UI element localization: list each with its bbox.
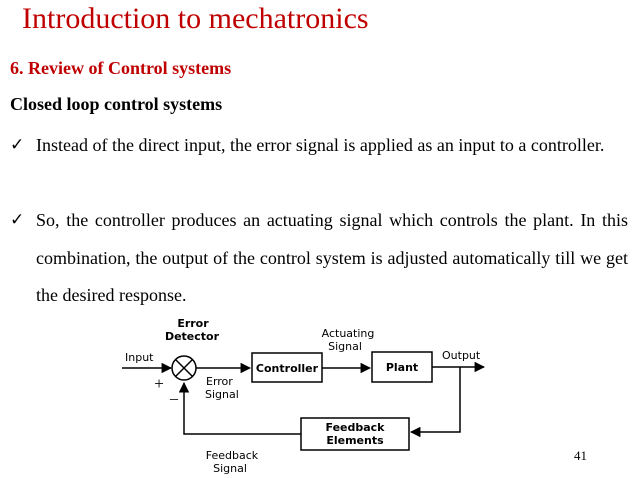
bullet-text: Instead of the direct input, the error s… <box>36 135 605 155</box>
feedback-signal-label: Signal <box>213 462 247 475</box>
checkmark-icon: ✓ <box>10 210 25 230</box>
error-signal-label: Error <box>206 375 233 388</box>
controller-block <box>251 352 323 383</box>
controller-label: Controller <box>256 362 319 375</box>
actuating-signal-label: Actuating <box>322 327 375 340</box>
feedback-signal-line <box>178 381 301 435</box>
plant-label: Plant <box>386 361 418 374</box>
plant-block <box>371 351 433 383</box>
section-heading: 6. Review of Control systems <box>10 58 232 78</box>
feedback-elements-label: Elements <box>326 434 384 447</box>
bullet-item: ✓ Instead of the direct input, the error… <box>10 127 628 165</box>
bullet-text: So, the controller produces an actuating… <box>36 210 628 305</box>
error-detector-label: Detector <box>165 330 220 343</box>
feedback-signal-label: Feedback <box>206 449 259 462</box>
feedback-takeoff-line <box>409 367 461 438</box>
minus-sign: _ <box>169 385 179 402</box>
plus-sign: + <box>154 374 164 393</box>
subheading: Closed loop control systems <box>10 94 223 114</box>
feedback-elements-block <box>300 417 410 451</box>
bullet-item: ✓ So, the controller produces an actuati… <box>10 202 628 315</box>
summing-junction <box>171 355 197 381</box>
checkmark-icon: ✓ <box>10 135 25 155</box>
actuating-signal-label: Signal <box>328 340 362 353</box>
output-label: Output <box>442 349 481 362</box>
feedback-elements-label: Feedback <box>326 421 386 434</box>
page-number: 41 <box>574 448 587 463</box>
input-label: Input <box>125 351 154 364</box>
slide-title: Introduction to mechatronics <box>22 2 369 35</box>
error-signal-label: Signal <box>205 388 239 401</box>
error-detector-label: Error <box>177 317 209 330</box>
